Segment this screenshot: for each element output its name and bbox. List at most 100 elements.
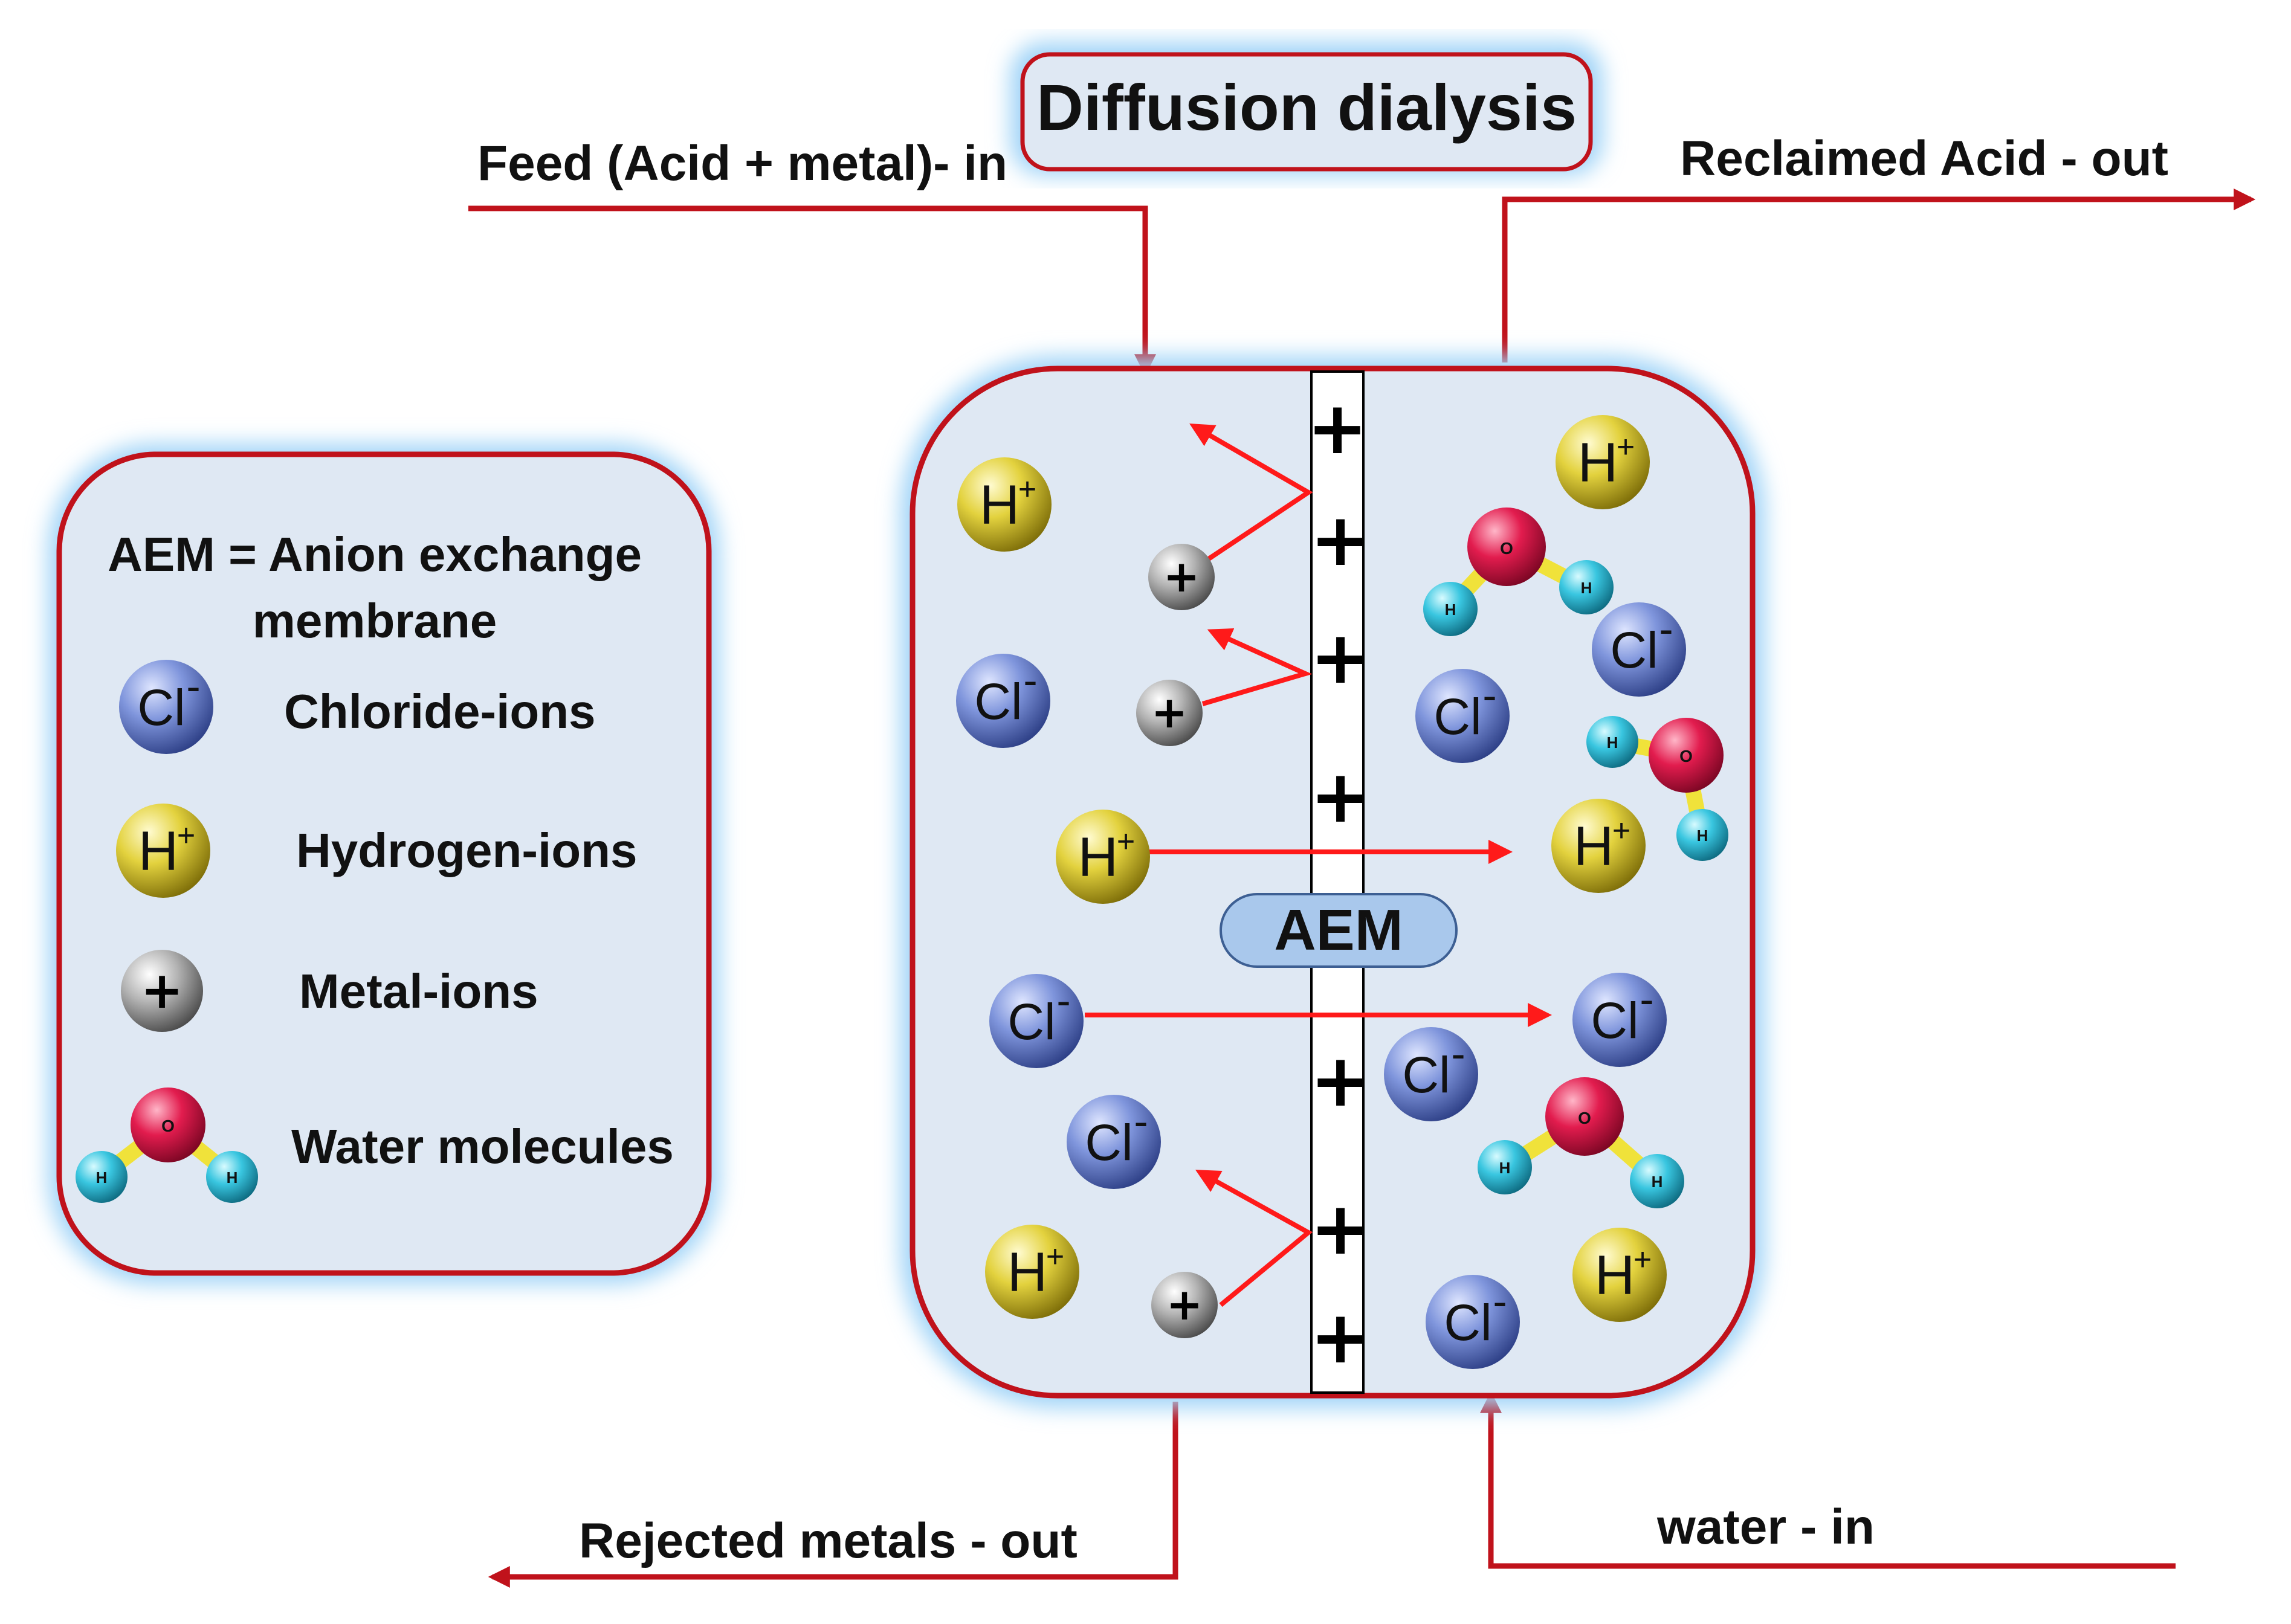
chloride-ion: Cl - xyxy=(956,654,1050,748)
feed-inlet-pipe xyxy=(468,205,1156,376)
chloride-ion: Cl - xyxy=(1415,669,1510,763)
membrane-charges: + + + + + + + xyxy=(1307,387,1371,1380)
metal-ion: + xyxy=(1148,544,1215,610)
hydrogen-ion: H + xyxy=(1572,1228,1667,1322)
water-molecule: O H H xyxy=(1586,716,1728,861)
water-molecule: O H H xyxy=(1478,1077,1684,1208)
metal-ion-rejection-arrows xyxy=(1189,423,1313,1307)
membrane-charge: + xyxy=(1310,498,1371,582)
svg-text:+: + xyxy=(1117,824,1135,859)
metal-ion: + xyxy=(1136,680,1203,746)
svg-text:O: O xyxy=(1578,1109,1591,1127)
svg-text:Cl: Cl xyxy=(137,679,185,736)
rejected-outlet-pipe xyxy=(488,1402,1178,1588)
membrane-charge: + xyxy=(1310,1296,1371,1380)
svg-text:-: - xyxy=(1640,976,1653,1023)
svg-text:+: + xyxy=(1046,1239,1064,1274)
svg-text:+: + xyxy=(1151,687,1188,738)
chloride-ion: Cl - xyxy=(1592,602,1686,697)
membrane-charge: + xyxy=(1310,616,1371,700)
water-molecule: O H H xyxy=(1423,507,1614,636)
svg-text:H: H xyxy=(1574,816,1614,877)
svg-text:+: + xyxy=(1617,430,1635,465)
water-in-label: water - in xyxy=(1656,1500,1875,1555)
water-inlet-pipe xyxy=(1480,1391,2176,1569)
svg-text:Cl: Cl xyxy=(1433,688,1481,745)
svg-text:+: + xyxy=(1163,551,1200,602)
svg-text:+: + xyxy=(177,818,195,853)
hydrogen-ion: H + xyxy=(957,457,1052,552)
reclaimed-outlet-pipe xyxy=(1502,188,2256,362)
svg-text:H: H xyxy=(1078,826,1118,888)
svg-text:Cl: Cl xyxy=(1444,1294,1491,1351)
legend-label-chloride: Chloride-ions xyxy=(284,685,596,738)
svg-text:-: - xyxy=(186,663,200,710)
ion-transport-arrows xyxy=(1085,840,1552,1027)
svg-text:O: O xyxy=(1679,747,1693,765)
hydrogen-ion: H + xyxy=(985,1225,1079,1319)
rejected-out-label: Rejected metals - out xyxy=(579,1513,1078,1568)
chloride-ion: Cl - xyxy=(1572,973,1667,1067)
chloride-ion: Cl - xyxy=(1384,1027,1478,1121)
svg-text:+: + xyxy=(1612,813,1630,848)
svg-text:H: H xyxy=(1595,1245,1635,1306)
hydrogen-ion-icon: H + xyxy=(116,804,210,898)
legend-label-water: Water molecules xyxy=(291,1120,674,1173)
svg-text:-: - xyxy=(1056,977,1070,1024)
feed-in-label: Feed (Acid + metal)- in xyxy=(477,136,1007,191)
svg-text:+: + xyxy=(1018,472,1036,507)
svg-text:Cl: Cl xyxy=(1007,993,1055,1050)
svg-text:H: H xyxy=(96,1168,108,1187)
svg-text:H: H xyxy=(1445,601,1456,619)
chloride-ion: Cl - xyxy=(989,974,1084,1068)
svg-text:H: H xyxy=(1697,826,1708,845)
svg-text:Cl: Cl xyxy=(1085,1114,1133,1171)
legend-panel xyxy=(56,451,712,1276)
svg-text:O: O xyxy=(1500,539,1513,558)
svg-text:-: - xyxy=(1659,605,1673,652)
svg-text:H: H xyxy=(1578,432,1618,494)
membrane-charge: + xyxy=(1310,1039,1371,1123)
title-box xyxy=(1020,52,1593,172)
legend-heading-line2: membrane xyxy=(253,594,497,648)
hydrogen-ion: H + xyxy=(1551,799,1646,893)
svg-text:O: O xyxy=(161,1116,175,1135)
svg-text:-: - xyxy=(1451,1030,1465,1077)
svg-text:-: - xyxy=(1134,1098,1148,1145)
metal-ion: + xyxy=(1151,1272,1218,1338)
metal-ion-icon: + xyxy=(121,950,203,1032)
svg-text:+: + xyxy=(1166,1279,1203,1330)
svg-text:-: - xyxy=(1482,672,1496,719)
legend-label-metal: Metal-ions xyxy=(299,964,538,1018)
svg-text:H: H xyxy=(1007,1242,1047,1303)
chloride-ion: Cl - xyxy=(1067,1095,1161,1189)
svg-text:H: H xyxy=(227,1168,238,1187)
aem-label: AEM xyxy=(1274,898,1403,962)
svg-text:H: H xyxy=(1652,1173,1663,1191)
membrane-charge: + xyxy=(1310,1187,1371,1271)
reclaimed-out-label: Reclaimed Acid - out xyxy=(1680,131,2168,186)
legend-label-hydrogen: Hydrogen-ions xyxy=(296,823,637,877)
svg-text:Cl: Cl xyxy=(1610,622,1658,678)
svg-text:Cl: Cl xyxy=(1402,1046,1450,1103)
svg-text:H: H xyxy=(1581,579,1592,597)
anion-exchange-membrane xyxy=(1310,370,1365,1394)
diagram-title: Diffusion dialysis xyxy=(1036,71,1577,144)
svg-text:H: H xyxy=(138,820,178,882)
svg-text:-: - xyxy=(1023,657,1037,704)
svg-text:Cl: Cl xyxy=(1591,992,1638,1049)
svg-text:-: - xyxy=(1493,1278,1507,1325)
svg-text:H: H xyxy=(1607,733,1618,752)
svg-text:+: + xyxy=(141,961,183,1020)
legend-heading-line1: AEM = Anion exchange xyxy=(108,527,642,581)
chloride-ion: Cl - xyxy=(1426,1275,1520,1369)
svg-text:H: H xyxy=(1499,1159,1511,1177)
svg-text:H: H xyxy=(980,474,1019,536)
membrane-charge: + xyxy=(1310,755,1371,839)
svg-text:+: + xyxy=(1633,1242,1652,1277)
water-molecule-icon: O H H xyxy=(76,1088,258,1203)
membrane-charge: + xyxy=(1307,387,1368,471)
hydrogen-ion: H + xyxy=(1056,810,1150,904)
hydrogen-ion: H + xyxy=(1556,415,1650,509)
aem-label-pill xyxy=(1220,893,1458,968)
